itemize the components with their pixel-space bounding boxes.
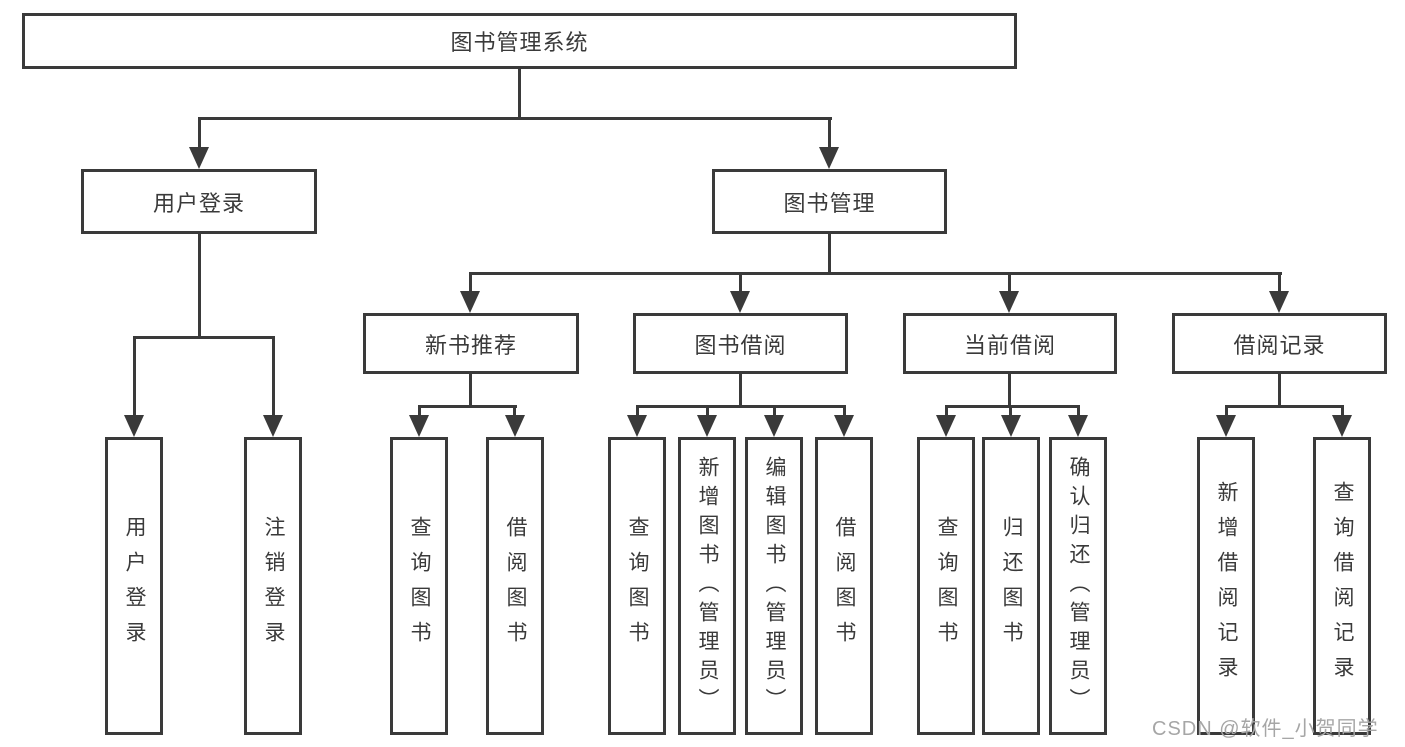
node-book-management: 图书管理: [712, 169, 947, 234]
leaf-return-books-label: 归还图书: [1000, 516, 1023, 656]
leaf-edit-books-admin: 编辑图书（管理员）: [745, 437, 803, 735]
leaf-return-books: 归还图书: [982, 437, 1040, 735]
connector-drop: [1278, 272, 1281, 294]
connector-drop-user-login: [198, 117, 201, 149]
connector-user-login-stem: [198, 231, 201, 339]
connector-level3-rail: [469, 272, 1282, 275]
leaf-newbook-query-books: 查询图书: [390, 437, 448, 735]
connector-drop: [513, 405, 516, 418]
arrow-down-icon: [1332, 415, 1352, 437]
node-book-borrowing: 图书借阅: [633, 313, 848, 374]
leaf-current-query-books-label: 查询图书: [935, 516, 958, 656]
node-book-borrowing-label: 图书借阅: [694, 332, 787, 358]
arrow-down-icon: [936, 415, 956, 437]
leaf-borrow-query-books: 查询图书: [608, 437, 666, 735]
leaf-confirm-return-admin-label: 确认归还（管理员）: [1067, 455, 1090, 717]
node-current-borrowing: 当前借阅: [903, 313, 1117, 374]
arrow-down-icon: [409, 415, 429, 437]
connector-rail: [945, 405, 1080, 408]
connector-drop: [133, 336, 136, 418]
connector-stem: [469, 371, 472, 408]
connector-stem: [1008, 371, 1011, 408]
leaf-borrow-query-books-label: 查询图书: [626, 516, 649, 656]
node-borrowing-records: 借阅记录: [1172, 313, 1387, 374]
connector-user-login-rail: [133, 336, 275, 339]
leaf-borrow-books: 借阅图书: [815, 437, 873, 735]
leaf-query-borrow-record: 查询借阅记录: [1313, 437, 1371, 735]
leaf-newbook-borrow-books-label: 借阅图书: [504, 516, 527, 656]
arrow-down-icon: [1068, 415, 1088, 437]
arrow-down-icon: [1001, 415, 1021, 437]
csdn-watermark: CSDN @软件_小贺同学: [1152, 718, 1379, 740]
arrow-down-icon: [1269, 291, 1289, 313]
leaf-newbook-query-books-label: 查询图书: [408, 516, 431, 656]
node-user-login: 用户登录: [81, 169, 317, 234]
node-new-book-recommend-label: 新书推荐: [424, 332, 517, 358]
node-borrowing-records-label: 借阅记录: [1233, 332, 1326, 358]
node-book-management-label: 图书管理: [783, 190, 876, 216]
node-root-label: 图书管理系统: [450, 30, 589, 55]
connector-rail: [1225, 405, 1344, 408]
arrow-down-icon: [697, 415, 717, 437]
arrow-down-icon: [627, 415, 647, 437]
arrow-down-icon: [189, 147, 209, 169]
connector-drop: [1077, 405, 1080, 418]
arrow-down-icon: [1216, 415, 1236, 437]
leaf-query-borrow-record-label: 查询借阅记录: [1331, 481, 1354, 691]
arrow-down-icon: [819, 147, 839, 169]
connector-stem: [1278, 371, 1281, 408]
arrow-down-icon: [505, 415, 525, 437]
node-new-book-recommend: 新书推荐: [363, 313, 579, 374]
connector-drop: [418, 405, 421, 418]
leaf-add-borrow-record: 新增借阅记录: [1197, 437, 1255, 735]
node-root: 图书管理系统: [22, 13, 1017, 69]
connector-rail: [418, 405, 517, 408]
leaf-logout: 注销登录: [244, 437, 302, 735]
leaf-add-books-admin-label: 新增图书（管理员）: [696, 455, 719, 717]
connector-drop: [1341, 405, 1344, 418]
leaf-borrow-books-label: 借阅图书: [833, 516, 856, 656]
connector-drop: [706, 405, 709, 418]
leaf-add-borrow-record-label: 新增借阅记录: [1215, 481, 1238, 691]
connector-drop: [945, 405, 948, 418]
connector-drop: [773, 405, 776, 418]
leaf-current-query-books: 查询图书: [917, 437, 975, 735]
connector-book-mgmt-stem: [828, 231, 831, 275]
leaf-newbook-borrow-books: 借阅图书: [486, 437, 544, 735]
connector-drop: [1225, 405, 1228, 418]
connector-drop: [469, 272, 472, 294]
arrow-down-icon: [999, 291, 1019, 313]
connector-drop: [636, 405, 639, 418]
connector-rail: [636, 405, 846, 408]
leaf-edit-books-admin-label: 编辑图书（管理员）: [763, 455, 786, 717]
node-user-login-label: 用户登录: [152, 190, 245, 216]
leaf-confirm-return-admin: 确认归还（管理员）: [1049, 437, 1107, 735]
connector-root-stem: [518, 67, 521, 120]
connector-drop: [1008, 272, 1011, 294]
connector-drop: [739, 272, 742, 294]
connector-level2-rail: [198, 117, 832, 120]
connector-drop: [843, 405, 846, 418]
arrow-down-icon: [263, 415, 283, 437]
leaf-add-books-admin: 新增图书（管理员）: [678, 437, 736, 735]
node-current-borrowing-label: 当前借阅: [963, 332, 1056, 358]
leaf-user-login: 用户登录: [105, 437, 163, 735]
connector-drop: [272, 336, 275, 418]
arrow-down-icon: [124, 415, 144, 437]
arrow-down-icon: [730, 291, 750, 313]
leaf-user-login-label: 用户登录: [123, 516, 146, 656]
arrow-down-icon: [764, 415, 784, 437]
leaf-logout-label: 注销登录: [262, 516, 285, 656]
arrow-down-icon: [460, 291, 480, 313]
connector-stem: [739, 371, 742, 408]
arrow-down-icon: [834, 415, 854, 437]
connector-drop: [1009, 405, 1012, 418]
connector-drop-book-mgmt: [828, 117, 831, 149]
